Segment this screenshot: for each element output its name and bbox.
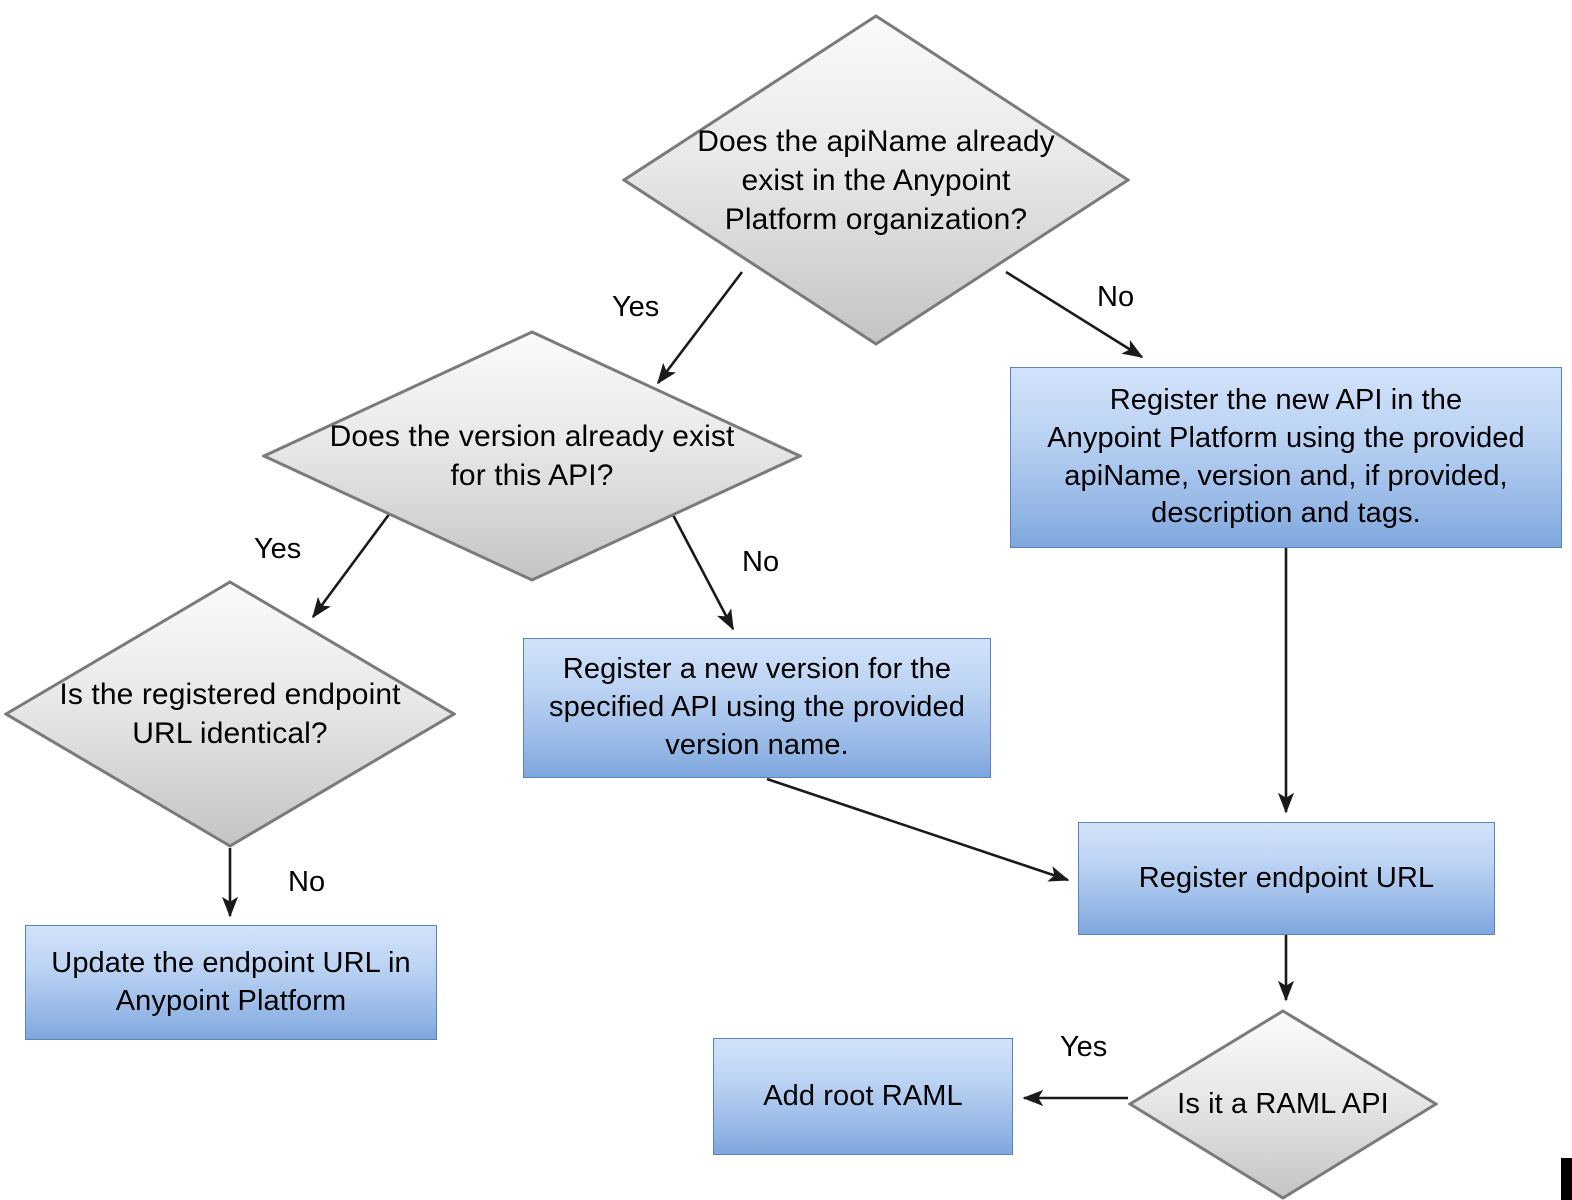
process-register-endpoint-url[interactable]: Register endpoint URL (1078, 822, 1495, 935)
edge-registerversion-endpoint (766, 777, 1070, 882)
edge-label-version-no: No (742, 546, 780, 578)
diamond-shape (262, 330, 802, 582)
process-add-root-raml-label: Add root RAML (763, 1079, 963, 1112)
corner-artifact-bar (1561, 1158, 1572, 1200)
diamond-shape (1128, 1009, 1438, 1200)
edge-label-raml-yes: Yes (1060, 1031, 1108, 1063)
diamond-shape (4, 580, 456, 848)
process-add-root-raml[interactable]: Add root RAML (713, 1038, 1013, 1155)
edge-label-apiname-no: No (1097, 281, 1135, 313)
decision-is-raml-api[interactable]: Is it a RAML API (1128, 1009, 1438, 1200)
edge-label-endpoint-no: No (288, 866, 326, 898)
process-register-endpoint-url-label: Register endpoint URL (1138, 861, 1435, 894)
diamond-shape (622, 14, 1130, 346)
edge-label-version-yes: Yes (254, 533, 302, 565)
decision-is-raml-api-label: Is it a RAML API (1177, 1087, 1389, 1120)
edge-label-apiname-yes: Yes (612, 291, 660, 323)
